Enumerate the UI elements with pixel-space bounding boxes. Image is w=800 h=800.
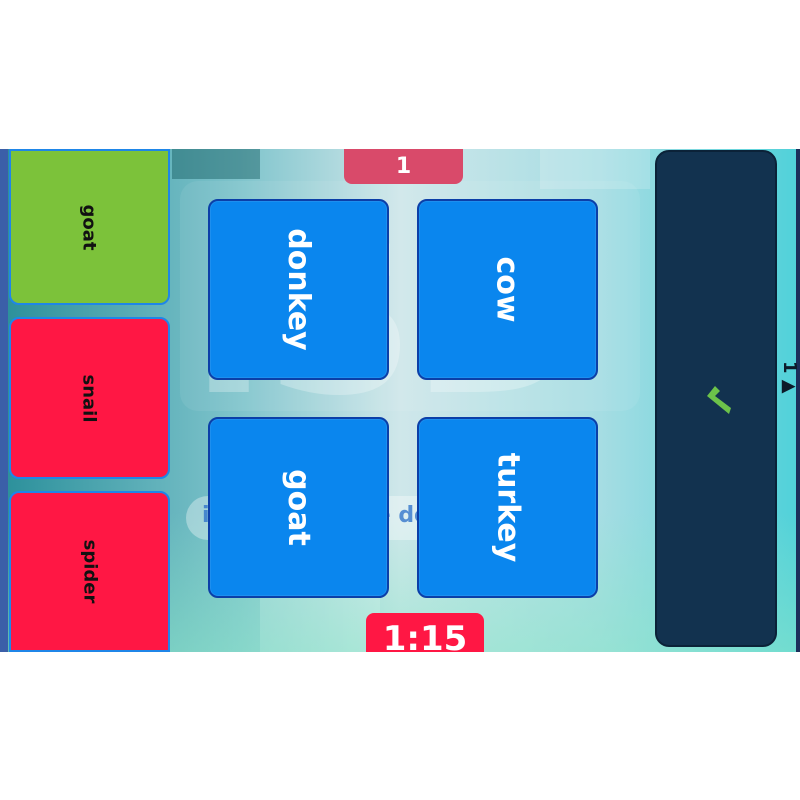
right-edge-bar — [796, 149, 800, 652]
answer-card-label: snail — [78, 373, 100, 423]
edge-indicator-text: 1 ▲ — [779, 361, 800, 394]
word-tile-turkey[interactable]: turkey — [417, 417, 598, 598]
word-tile-label: cow — [489, 256, 525, 323]
answer-card-spider: spider — [9, 491, 170, 652]
word-tile-goat[interactable]: goat — [208, 417, 389, 598]
background-tile — [172, 149, 260, 179]
word-tile-donkey[interactable]: donkey — [208, 199, 389, 380]
timer: 1:15 — [366, 613, 484, 652]
edge-indicator: 1 ▲ — [779, 361, 800, 411]
word-tile-cow[interactable]: cow — [417, 199, 598, 380]
word-tile-label: goat — [280, 469, 316, 546]
answer-card-snail: snail — [9, 317, 170, 479]
word-tile-label: turkey — [489, 452, 525, 563]
confirm-button[interactable] — [655, 150, 777, 647]
game-board: ISD inclusive space developer goat snail… — [0, 149, 800, 652]
answer-card-label: goat — [78, 203, 100, 251]
answer-card-goat: goat — [9, 149, 170, 305]
word-tile-label: donkey — [281, 228, 316, 351]
background-tile — [260, 589, 380, 652]
left-edge-bar — [0, 149, 8, 652]
round-counter: 1 — [344, 149, 463, 184]
answer-card-label: spider — [79, 539, 100, 604]
background-tile — [540, 149, 650, 189]
check-icon — [707, 386, 731, 414]
